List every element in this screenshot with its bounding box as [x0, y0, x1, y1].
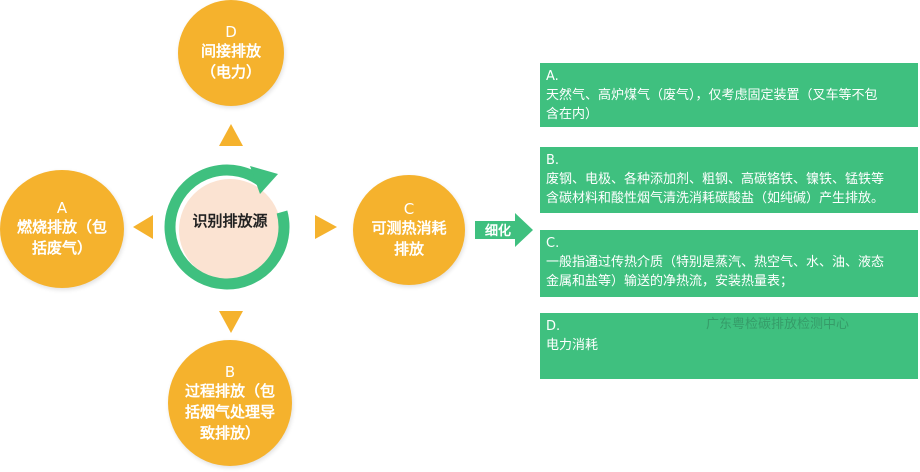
center-label: 识别排放源 [192, 212, 268, 230]
arrow-right-icon [315, 215, 337, 239]
node-letter: B [224, 362, 236, 381]
node-text-line1: 间接排放 [200, 42, 261, 60]
node-text-line2: 括烟气处理导 [184, 402, 275, 421]
cycle-arrowhead-icon [250, 166, 278, 194]
center-disc [179, 179, 281, 281]
detail-box-c: C. 一般指通过传热介质（特别是蒸汽、热空气、水、油、液态 金属和盐等）输送的净… [540, 230, 918, 297]
detail-text-line1: 天然气、高炉煤气（废气），仅考虑固定装置（叉车等不包 [546, 88, 878, 103]
detail-box-a: A. 天然气、高炉煤气（废气），仅考虑固定装置（叉车等不包 含在内） [540, 63, 918, 127]
detail-box-b: B. 废钢、电极、各种添加剂、粗钢、高碳铬铁、镍铁、锰铁等 含碳材料和酸性烟气清… [540, 147, 918, 213]
detail-title: D. [546, 319, 561, 334]
watermark-text: 广东粤检碳排放检测中心 [706, 317, 850, 332]
combustion-emission-node: A 燃烧排放（包 括废气） [0, 170, 124, 288]
node-text-line2: 括废气） [31, 239, 92, 257]
node-letter: A [56, 199, 68, 217]
refine-arrow-icon [475, 213, 533, 247]
node-text-line1: 燃烧排放（包 [16, 218, 107, 236]
arrow-left-icon [133, 215, 153, 239]
process-emission-node: B 过程排放（包 括烟气处理导 致排放） [168, 340, 292, 466]
detail-text-line1: 一般指通过传热介质（特别是蒸汽、热空气、水、油、液态 [546, 255, 885, 270]
arrow-down-icon [219, 311, 243, 333]
cycle-ring-icon [164, 164, 290, 290]
detail-text-line1: 废钢、电极、各种添加剂、粗钢、高碳铬铁、镍铁、锰铁等 [546, 172, 885, 187]
detail-text-line2: 金属和盐等）输送的净热流，安装热量表； [546, 274, 794, 289]
detail-text-line2: 含在内） [546, 107, 599, 122]
measurable-heat-emission-node: C 可测热消耗 排放 [353, 175, 465, 285]
node-letter: D [225, 23, 237, 41]
detail-title: A. [546, 69, 559, 84]
node-text-line3: 致排放） [199, 423, 260, 442]
indirect-emission-node: D 间接排放 （电力） [178, 0, 284, 106]
arrow-up-icon [219, 124, 243, 146]
node-text-line2: 排放 [393, 240, 424, 258]
refine-label: 细化 [484, 224, 511, 239]
node-text-line1: 可测热消耗 [371, 219, 447, 237]
node-text-line2: （电力） [200, 63, 261, 81]
detail-text-line2: 含碳材料和酸性烟气清洗消耗碳酸盐（如纯碱）产生排放。 [546, 191, 885, 206]
cycle-ring-arc [164, 164, 290, 290]
detail-box-d: D. 电力消耗 [540, 313, 918, 379]
detail-text-line1: 电力消耗 [546, 338, 599, 353]
detail-title: C. [546, 236, 560, 251]
node-text-line1: 过程排放（包 [184, 381, 275, 400]
node-letter: C [403, 200, 415, 218]
detail-title: B. [546, 153, 560, 168]
